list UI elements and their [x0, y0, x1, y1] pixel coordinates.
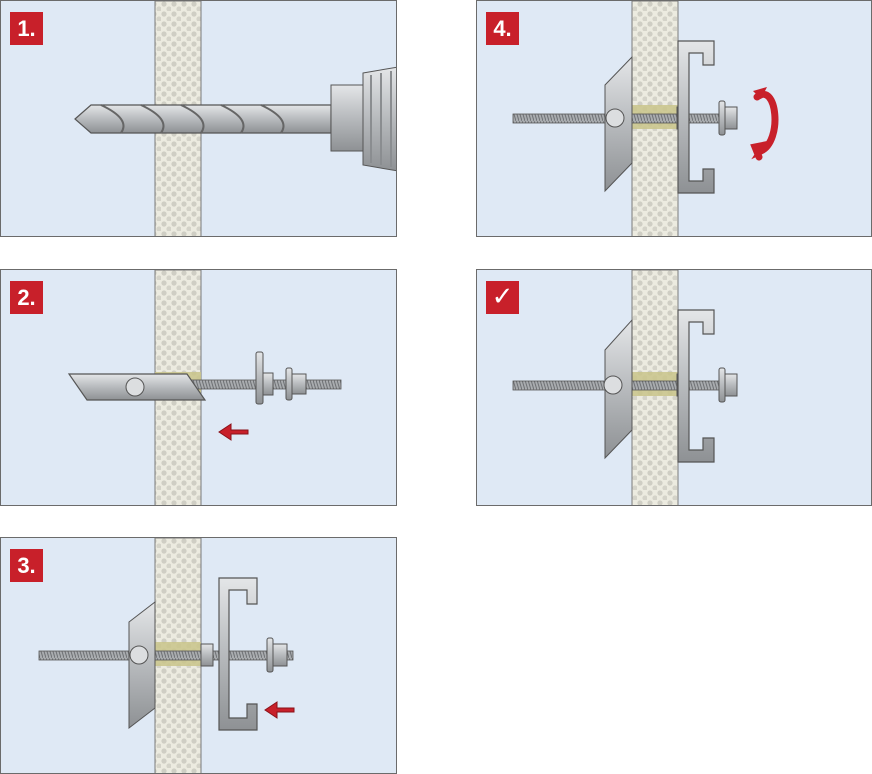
- step-4-illustration: [512, 1, 779, 236]
- step-4-panel: 4.: [476, 0, 872, 237]
- step-2-illustration: [67, 270, 342, 505]
- check-icon: ✓: [491, 282, 514, 312]
- step-3-panel: 3.: [0, 537, 397, 774]
- step-3-illustration: [38, 538, 295, 773]
- step-4-badge: 4.: [486, 12, 519, 45]
- step-1-badge: 1.: [10, 12, 43, 45]
- step-1-panel: 1.: [0, 0, 397, 237]
- step-done-illustration: [512, 270, 738, 505]
- step-2-badge: 2.: [10, 281, 43, 314]
- step-done-badge: ✓: [486, 281, 519, 314]
- step-2-panel: 2.: [0, 269, 397, 506]
- step-done-panel: ✓: [476, 269, 872, 506]
- step-3-badge: 3.: [10, 549, 43, 582]
- step-1-illustration: [74, 1, 396, 236]
